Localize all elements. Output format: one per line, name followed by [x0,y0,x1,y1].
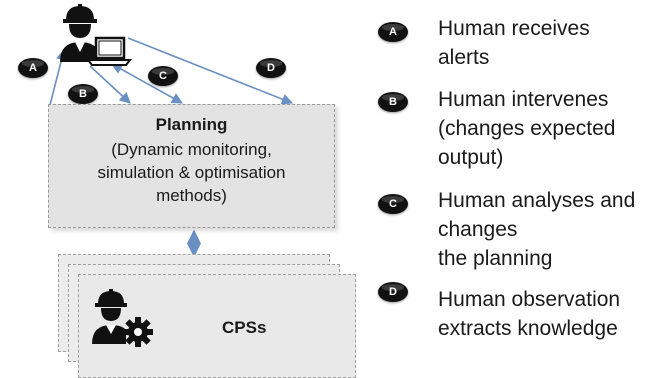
legend-line: alerts [438,46,490,69]
planning-desc-line: (Dynamic monitoring, [111,140,272,159]
legend-line: Human intervenes [438,88,609,111]
badge-c: C [148,66,178,86]
planning-desc-line: methods) [156,186,227,205]
worker-laptop-icon [60,4,133,66]
legend-line: Human observation [438,288,621,311]
legend-text-d: Human observation extracts knowledge [438,285,620,343]
planning-box: Planning (Dynamic monitoring, simulation… [48,104,335,228]
worker-gear-icon [92,289,153,347]
badge-a: A [18,58,48,78]
legend-line: Human receives [438,17,590,40]
badge-d: D [256,58,286,78]
legend-badge-b: B [378,92,408,112]
planning-description: (Dynamic monitoring, simulation & optimi… [49,138,334,207]
legend-text-b: Human intervenes (changes expected outpu… [438,85,615,172]
legend-line: extracts knowledge [438,317,618,340]
planning-title: Planning [155,115,228,134]
badge-b: B [68,84,98,104]
arrow-c [111,63,183,104]
legend-line: (changes expected [438,117,616,140]
planning-desc-line: simulation & optimisation [97,163,286,182]
legend-line: Human analyses and [438,189,636,212]
legend-text-a: Human receives alerts [438,14,590,72]
legend-line: changes [438,218,518,241]
cps-label: CPSs [222,318,267,337]
cps-card-front [78,274,356,378]
arrow-d [127,37,294,105]
legend-badge-d: D [378,282,408,302]
legend-line: the planning [438,247,553,270]
legend-badge-a: A [378,22,408,42]
legend-badge-c: C [378,194,408,214]
legend-line: output) [438,146,504,169]
legend-text-c: Human analyses and changes the planning [438,186,635,273]
